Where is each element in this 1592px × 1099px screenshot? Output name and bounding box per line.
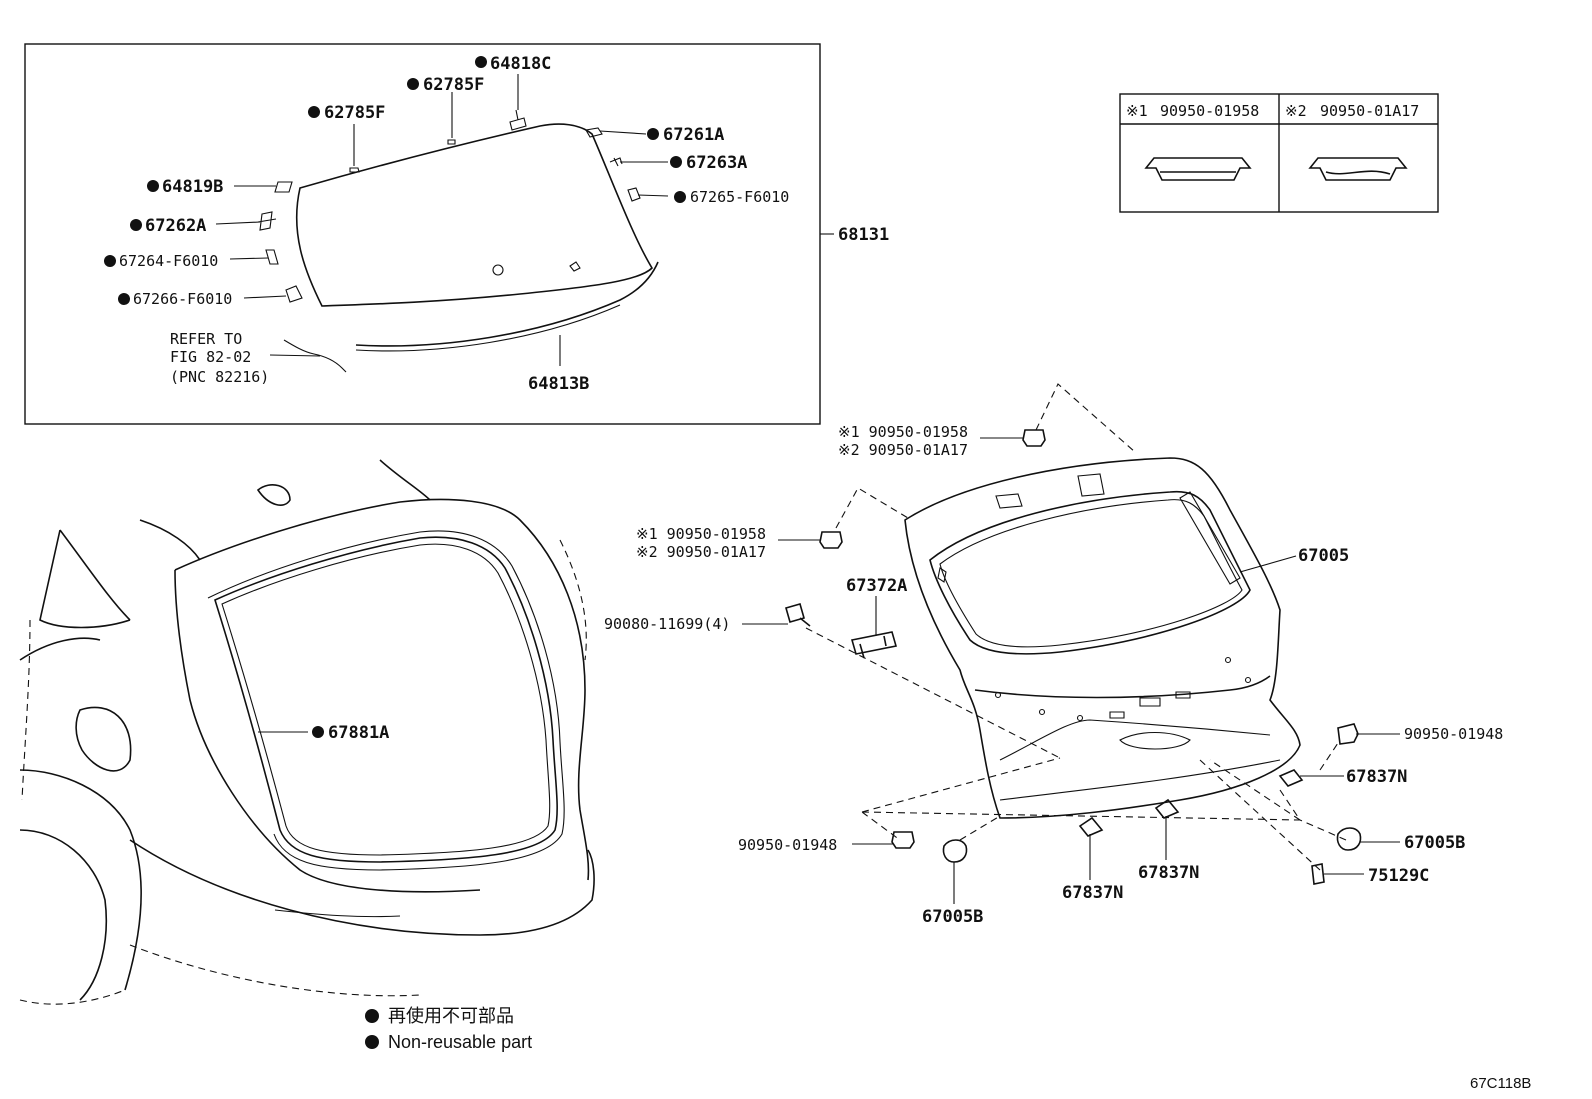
label-67005B-r: 67005B [1404,833,1465,853]
clip-75129C [1311,863,1325,885]
label-64818C: 64818C [490,54,551,74]
grommet-90950-l [891,831,915,849]
leader-refer [269,354,321,357]
leader-67005 [1239,555,1297,573]
label-67005: 67005 [1298,546,1349,566]
label-90950-r: 90950-01948 [1404,725,1503,743]
back-glass-molding [355,261,659,347]
label-grommet-mid-1: ※1 90950-01958 [636,525,766,543]
leader-67265 [637,194,669,197]
label-refer-3: (PNC 82216) [170,368,269,386]
label-67262A: 67262A [145,216,206,236]
table-mark-2: ※2 [1285,102,1307,120]
clip-67261A [585,127,603,138]
dot-64819B [147,180,159,192]
stopper-67005B-r [1336,827,1362,851]
dash-right-bumper [1279,739,1341,821]
dot-62785F-b [407,78,419,90]
dot-67266 [118,293,130,305]
grommet-mid [819,531,843,549]
grommet-1-drawing [1144,157,1252,181]
diagram-code: 67C118B [1470,1075,1531,1092]
dash-75129C [1199,759,1321,871]
label-64813B: 64813B [528,374,589,394]
label-64819B: 64819B [162,177,223,197]
back-door-panel [904,457,1301,819]
clip-67262A [257,211,277,231]
label-67837N-r: 67837N [1346,767,1407,787]
label-grommet-top-2: ※2 90950-01A17 [838,441,968,459]
label-67264: 67264-F6010 [119,252,218,270]
label-67005B-b: 67005B [922,907,983,927]
dash-lower-frame [861,757,1301,841]
dot-67265 [674,191,686,203]
label-grommet-mid-2: ※2 90950-01A17 [636,543,766,561]
label-67837N-b1: 67837N [1062,883,1123,903]
label-68131: 68131 [838,225,889,245]
label-62785F-a: 62785F [324,103,385,123]
dot-64818C [475,56,487,68]
leader-67261A [599,130,647,135]
back-glass [295,123,654,307]
label-90950-l: 90950-01948 [738,836,837,854]
vehicle-rear-body [19,459,595,1005]
label-62785F-b: 62785F [423,75,484,95]
table-mark-1: ※1 [1126,102,1148,120]
stopper-67005B-b [942,839,968,863]
back-glass-molding-inner [355,304,621,352]
legend-text-jp: 再使用不可部品 [388,1006,514,1026]
label-90080: 90080-11699(4) [604,615,730,633]
label-67266: 67266-F6010 [133,290,232,308]
table-part-1: 90950-01958 [1160,102,1259,120]
label-67837N-b2: 67837N [1138,863,1199,883]
clip-67265 [627,187,641,202]
label-67265: 67265-F6010 [690,188,789,206]
label-67261A: 67261A [663,125,724,145]
legend-dot-en [365,1035,379,1049]
bracket-64818C [509,109,527,131]
dot-67262A [130,219,142,231]
cushion-67837N-r [1278,769,1304,787]
clip-67264 [265,249,279,265]
leader-67266 [243,295,287,299]
dash-grommet-mid [835,487,909,529]
dash-grommet-top [1035,383,1136,453]
bolt-90080 [785,603,811,627]
dot-67261A [647,128,659,140]
label-67263A: 67263A [686,153,747,173]
grommet-2-drawing [1308,157,1408,181]
grommet-90950-r [1337,723,1359,745]
dash-67005B-r [1299,819,1347,841]
label-grommet-top-1: ※1 90950-01958 [838,423,968,441]
dash-bolt [805,627,1061,759]
cushion-67837N-b1 [1078,816,1104,837]
leader-67264 [229,257,269,260]
stopper-62785F-a [349,167,360,173]
label-refer-1: REFER TO [170,330,242,348]
dash-67005B-b [959,815,1001,841]
stay-67372A [850,631,898,659]
leader-67262A [215,221,261,225]
label-67372A: 67372A [846,576,907,596]
dot-62785F-a [308,106,320,118]
stopper-62785F-b [447,139,456,145]
defogger-wire [283,339,347,373]
dot-67264 [104,255,116,267]
glass-hole [492,264,504,276]
spacer-64819B [274,181,293,193]
grommet-top [1022,429,1046,447]
cushion-67837N-b2 [1154,798,1180,819]
glass-clip [569,261,581,272]
dot-67263A [670,156,682,168]
clip-67266 [285,285,303,303]
label-67881A: 67881A [328,723,389,743]
table-part-2: 90950-01A17 [1320,102,1419,120]
legend-dot-jp [365,1009,379,1023]
dot-67881A [312,726,324,738]
label-75129C: 75129C [1368,866,1429,886]
label-refer-2: FIG 82-02 [170,348,251,366]
legend-text-en: Non-reusable part [388,1032,532,1052]
